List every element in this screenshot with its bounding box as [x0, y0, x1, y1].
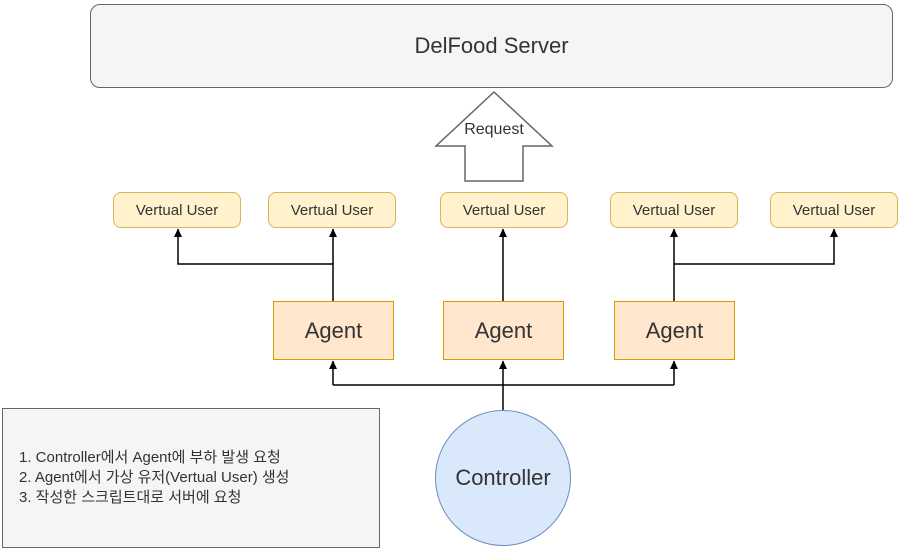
agent-label: Agent: [304, 317, 363, 343]
virtual-user-node-4: Vertual User: [610, 192, 738, 228]
connector-agent1-user1: [174, 228, 334, 301]
agent-node-1: Agent: [273, 301, 394, 360]
agent-label: Agent: [474, 317, 533, 343]
note-line-2: 2. Agent에서 가상 유저(Vertual User) 생성: [19, 469, 290, 486]
controller-label: Controller: [455, 465, 551, 490]
virtual-user-node-2: Vertual User: [268, 192, 396, 228]
agent-node-2: Agent: [443, 301, 564, 360]
server-node: DelFood Server: [90, 4, 893, 88]
request-arrow-label: Request: [464, 121, 524, 138]
request-arrow-shape: [434, 90, 554, 182]
virtual-user-node-5: Vertual User: [770, 192, 898, 228]
virtual-user-node-1: Vertual User: [113, 192, 241, 228]
virtual-user-label: Vertual User: [135, 201, 219, 219]
agent-label: Agent: [645, 317, 704, 343]
agent-node-3: Agent: [614, 301, 735, 360]
note-line-1: 1. Controller에서 Agent에 부하 발생 요청: [19, 449, 281, 466]
virtual-user-label: Vertual User: [462, 201, 546, 219]
connector-agent3-user5: [674, 228, 838, 265]
controller-node: Controller: [435, 410, 571, 546]
note-line-3: 3. 작성한 스크립트대로 서버에 요청: [19, 489, 242, 506]
server-label: DelFood Server: [414, 33, 569, 58]
virtual-user-node-3: Vertual User: [440, 192, 568, 228]
virtual-user-label: Vertual User: [290, 201, 374, 219]
virtual-user-label: Vertual User: [632, 201, 716, 219]
virtual-user-label: Vertual User: [792, 201, 876, 219]
connector-group: [174, 228, 838, 410]
note-box: 1. Controller에서 Agent에 부하 발생 요청 2. Agent…: [2, 408, 380, 548]
